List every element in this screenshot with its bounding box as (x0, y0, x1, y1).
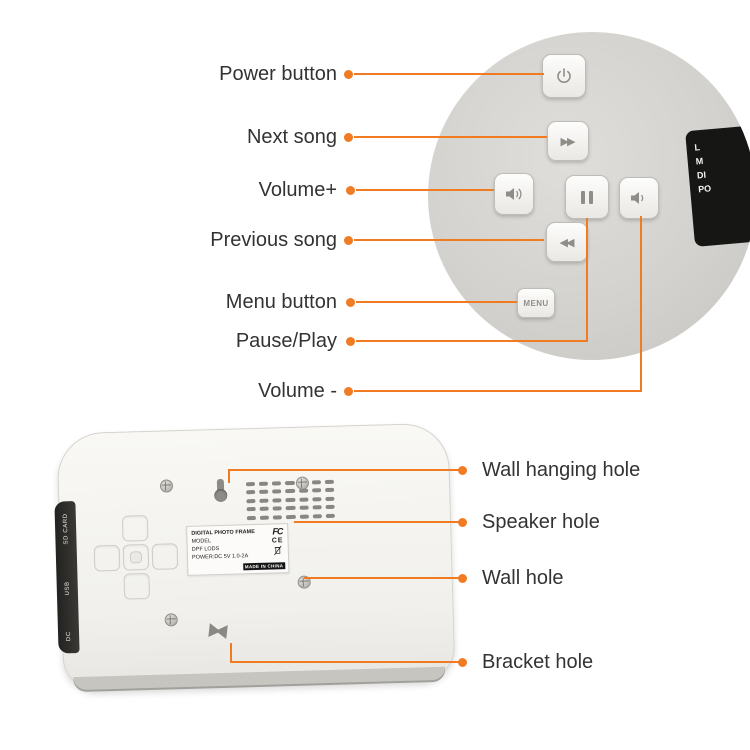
callout-label-bracket: Bracket hole (482, 651, 594, 673)
dpad-left-key (93, 544, 121, 572)
callout-label-next: Next song (246, 126, 337, 148)
callout-line (354, 390, 642, 392)
callout-label-previous: Previous song (210, 229, 337, 251)
side-spec-sticker: L M DI PO (685, 125, 750, 247)
button-closeup-photo: ▶▶ ◀◀ MENU L M DI (428, 32, 750, 360)
callout-dot (458, 466, 467, 475)
callout-line (228, 469, 230, 483)
spec-sticker: DIGITAL PHOTO FRAME MODEL DPF LODS POWER… (186, 523, 290, 576)
rewind-icon: ◀◀ (559, 236, 575, 249)
callout-dot (346, 186, 355, 195)
bracket-hole (208, 623, 228, 640)
side-port-strip: SD CARD USB DC (54, 501, 80, 654)
callout-label-menu: Menu button (225, 291, 337, 313)
power-icon (557, 68, 571, 83)
callout-line (228, 469, 460, 471)
callout-label-wall-hanging: Wall hanging hole (482, 459, 641, 481)
callout-dot (458, 518, 467, 527)
next-song-button: ▶▶ (547, 121, 589, 161)
power-button (542, 54, 586, 98)
callout-line (356, 189, 494, 191)
callout-line (640, 216, 642, 392)
dpad-up-key (121, 515, 149, 542)
callout-dot (458, 658, 467, 667)
usb-port-label: USB (64, 580, 71, 596)
volume-down-button (619, 177, 659, 219)
pause-play-button (565, 175, 609, 219)
volume-plus-icon (506, 188, 522, 200)
fcc-mark: FC (272, 526, 283, 537)
callout-line (356, 301, 517, 303)
previous-song-button: ◀◀ (546, 222, 588, 262)
menu-button: MENU (517, 288, 555, 318)
callout-dot (344, 70, 353, 79)
callout-line (354, 73, 544, 75)
dc-port-label: DC (65, 631, 72, 642)
callout-dot (346, 298, 355, 307)
callout-dot (458, 574, 467, 583)
callout-line (304, 577, 460, 579)
device-back-photo: SD CARD USB DC DIGITAL PHOTO FRAME MODEL… (54, 422, 456, 692)
speaker-hole-grid (245, 479, 335, 520)
dpad-down-key (123, 572, 151, 600)
wall-hanging-hole (213, 478, 228, 505)
fast-forward-icon: ▶▶ (560, 135, 576, 148)
callout-line (230, 661, 460, 663)
callout-line (354, 239, 544, 241)
dpad-right-key (151, 543, 179, 570)
callout-line (294, 521, 460, 523)
callout-label-power: Power button (219, 63, 337, 85)
callout-dot (344, 133, 353, 142)
callout-dot (344, 387, 353, 396)
callout-label-wall: Wall hole (482, 567, 564, 589)
menu-button-label: MENU (523, 298, 549, 308)
callout-line (354, 136, 547, 138)
ce-mark: CE (271, 537, 284, 545)
callout-line (586, 218, 588, 342)
callout-line (230, 643, 232, 663)
sticker-power-spec: POWER:DC 5V 1.0-2A (191, 553, 249, 561)
sd-card-port-label: SD CARD (62, 513, 70, 545)
pause-icon (581, 190, 585, 204)
made-in-label: MADE IN CHINA (242, 562, 286, 571)
dpad-center-key (122, 543, 150, 571)
callout-dot (346, 337, 355, 346)
callout-label-pause: Pause/Play (235, 330, 337, 352)
volume-up-button (494, 173, 534, 215)
weee-bin-icon (274, 545, 282, 556)
callout-line (356, 340, 588, 342)
rear-dpad-buttons (93, 514, 179, 600)
callout-label-speaker: Speaker hole (482, 511, 600, 533)
volume-minus-icon (631, 192, 644, 204)
callout-label-volume-up: Volume+ (258, 179, 337, 201)
callout-label-volume-down: Volume - (258, 380, 337, 402)
callout-dot (344, 236, 353, 245)
